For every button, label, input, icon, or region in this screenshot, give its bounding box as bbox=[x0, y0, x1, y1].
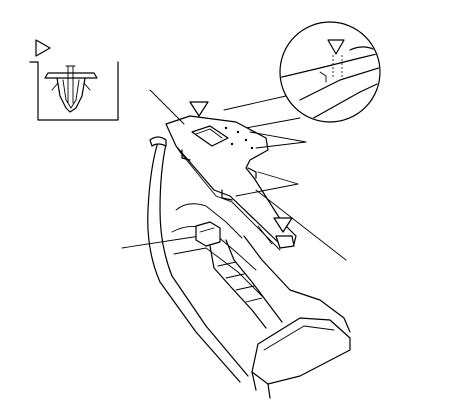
clip-pin bbox=[67, 65, 74, 104]
clip-head bbox=[44, 72, 98, 79]
magnify-leader-2 bbox=[245, 117, 301, 129]
cover-panel-body bbox=[165, 115, 297, 245]
console-left-inner bbox=[159, 143, 249, 377]
leader-retaining-clip bbox=[121, 235, 201, 249]
panel-clip-tab-2 bbox=[221, 189, 233, 201]
magnified-console bbox=[309, 77, 379, 121]
armrest-base bbox=[251, 371, 271, 399]
console-lower-trim bbox=[173, 247, 263, 297]
panel-clip-tab-1 bbox=[181, 149, 191, 161]
clip-marker-triangle-lower bbox=[273, 217, 293, 233]
panel-clip-tab-3 bbox=[247, 167, 257, 179]
shift-gate-slots bbox=[217, 261, 263, 303]
clip-shaft bbox=[56, 77, 86, 113]
panel-dot-4 bbox=[250, 146, 254, 150]
panel-dot-3 bbox=[244, 138, 248, 142]
magnified-clip-circle bbox=[223, 21, 381, 129]
panel-dot-1 bbox=[224, 126, 228, 130]
panel-dot-2 bbox=[236, 130, 240, 134]
switch-opening-inner bbox=[195, 128, 223, 139]
console-cover-panel bbox=[165, 101, 297, 251]
clip-marker-triangle-upper bbox=[189, 101, 209, 117]
panel-dot-5 bbox=[230, 142, 234, 146]
leader-tab-a bbox=[257, 171, 299, 185]
retaining-clip-detail bbox=[199, 227, 215, 233]
leader-tab-b bbox=[235, 183, 299, 197]
leader-clips-a bbox=[249, 131, 307, 143]
inset-frame bbox=[29, 61, 119, 121]
magnified-panel-lower bbox=[299, 65, 379, 101]
leader-long bbox=[255, 189, 347, 261]
retaining-clip bbox=[195, 221, 221, 247]
cover-lower-tab bbox=[275, 235, 295, 249]
shift-gate-right bbox=[225, 239, 283, 323]
clip-barbs bbox=[51, 82, 91, 91]
clip-shaft-inner bbox=[62, 79, 80, 109]
magnified-curve bbox=[349, 46, 379, 63]
console-right-edge bbox=[243, 235, 351, 333]
console-left-outer bbox=[147, 141, 241, 383]
clip-marker-triangle-magnified bbox=[327, 39, 345, 55]
leader-lines bbox=[121, 89, 347, 261]
leader-panel-left bbox=[149, 89, 185, 125]
center-console bbox=[147, 136, 351, 399]
console-inner-trim bbox=[175, 203, 243, 239]
shift-gate-left bbox=[209, 245, 267, 329]
magnified-tab bbox=[319, 71, 327, 83]
clip-marker-triangle-inset bbox=[35, 39, 51, 57]
shift-lever-area bbox=[195, 221, 283, 329]
clip-detail-inset bbox=[29, 39, 119, 121]
cover-panel-edge bbox=[175, 145, 281, 251]
console-right-top bbox=[257, 225, 273, 245]
switch-opening bbox=[191, 125, 229, 147]
armrest-lid bbox=[251, 317, 351, 385]
magnified-panel-edge bbox=[281, 51, 379, 79]
armrest-lid-edge bbox=[263, 325, 335, 351]
leader-clips-b bbox=[255, 141, 307, 149]
magnify-leader-1 bbox=[223, 95, 287, 111]
console-front-cap bbox=[149, 136, 167, 147]
